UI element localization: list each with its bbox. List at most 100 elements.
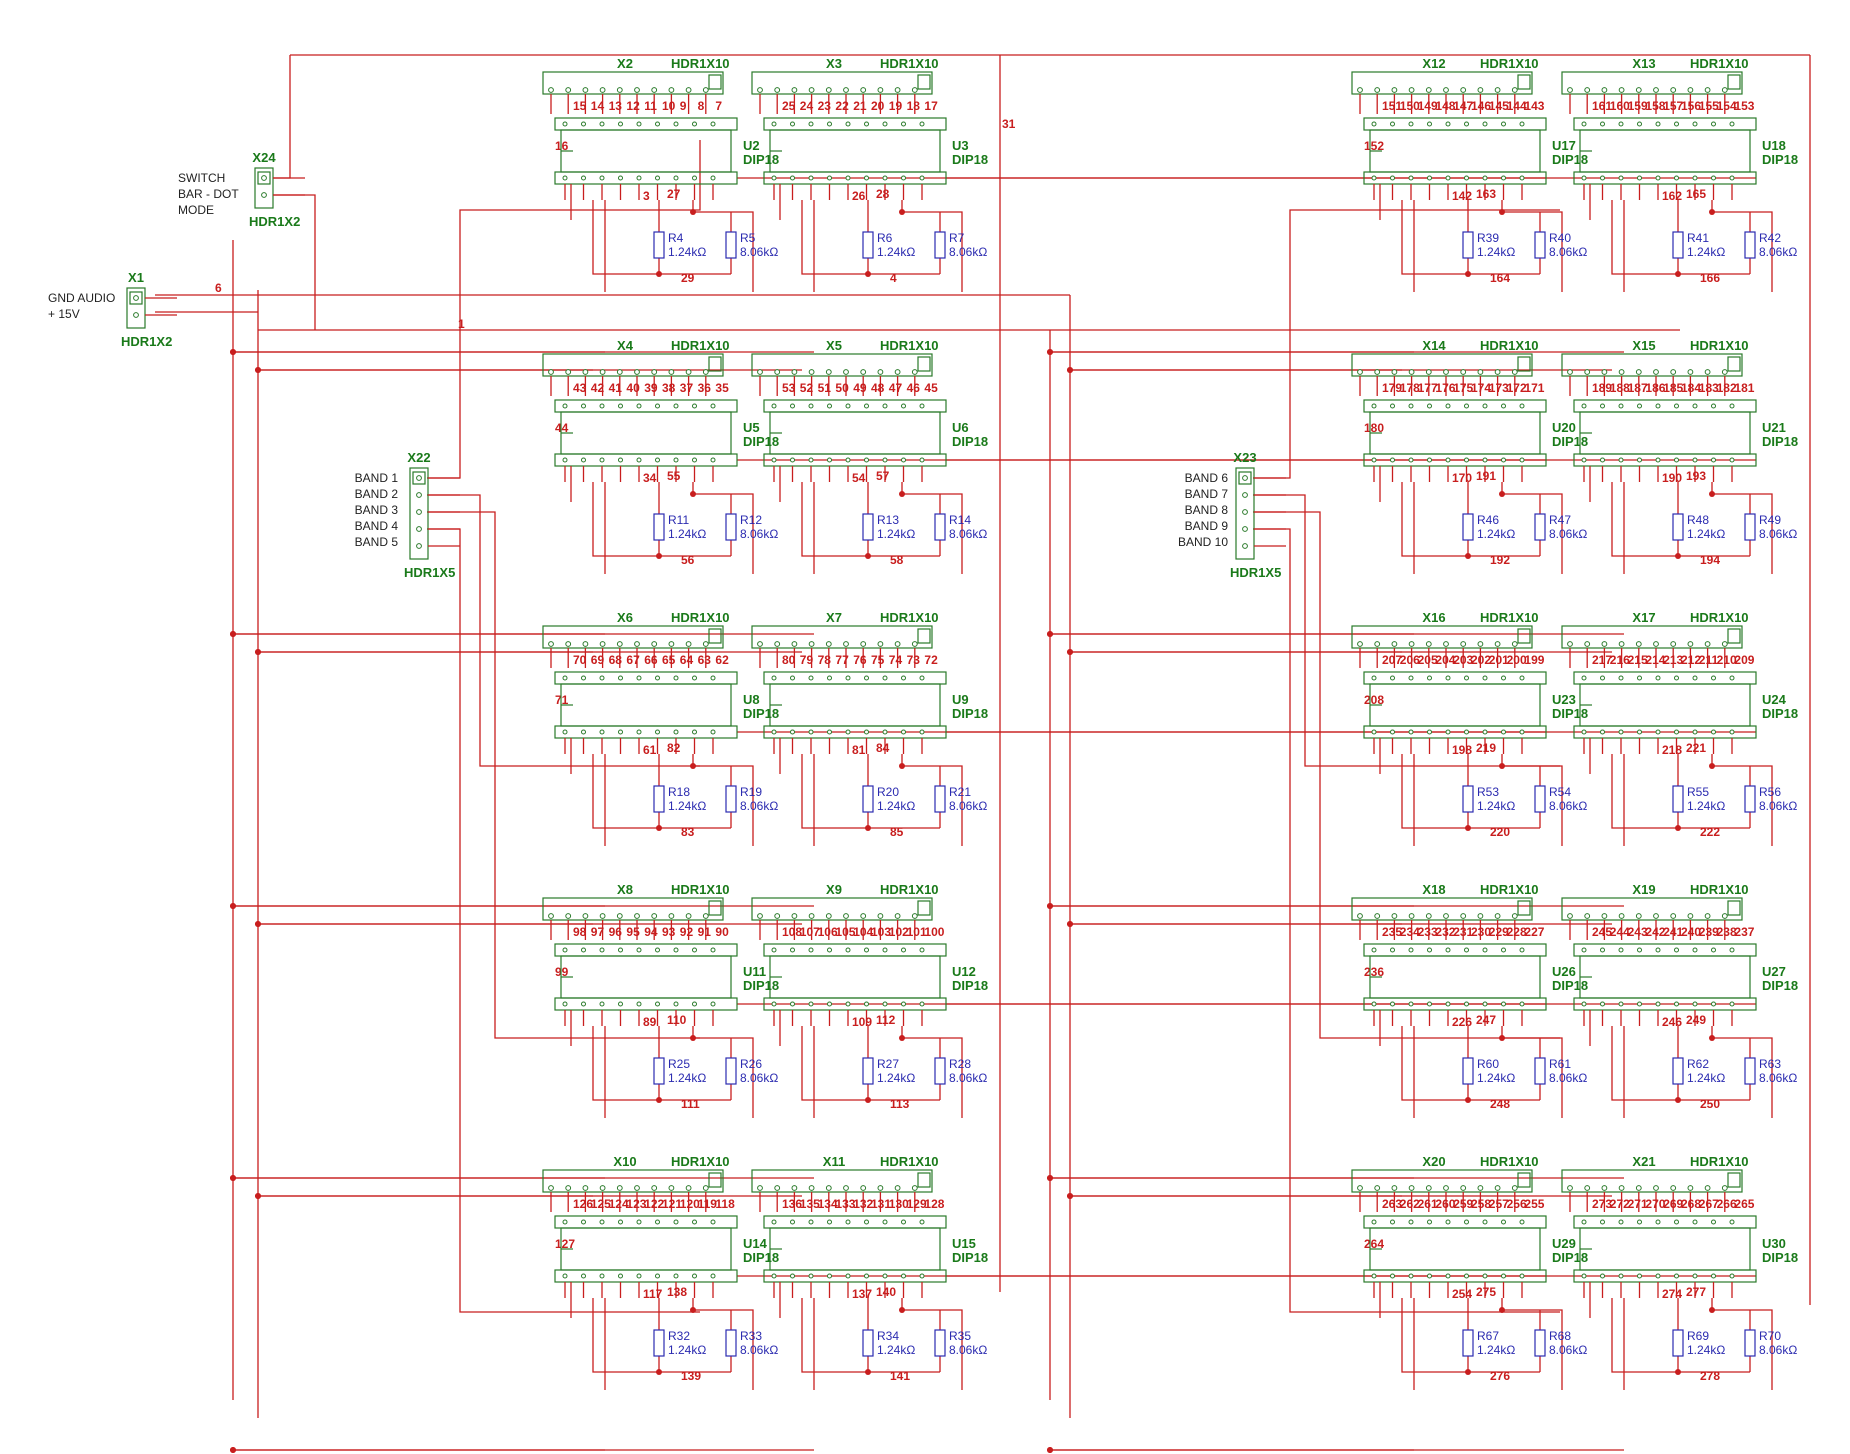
junction-dot bbox=[1499, 1307, 1505, 1313]
resistor-r1-body bbox=[653, 1057, 665, 1085]
pin-number: 202 bbox=[1471, 653, 1491, 667]
pin-number: 229 bbox=[1489, 925, 1509, 939]
ic-ref: U6 bbox=[952, 420, 969, 435]
dip-pin bbox=[1674, 457, 1679, 463]
header-pin bbox=[1357, 641, 1363, 647]
dip-pin bbox=[1729, 175, 1735, 181]
dip-pin bbox=[901, 457, 906, 463]
resistor-r1-value: 1.24kΩ bbox=[1477, 1071, 1515, 1085]
dip-pin bbox=[1501, 121, 1506, 127]
header-pin1 bbox=[708, 74, 722, 90]
dip-pin bbox=[562, 457, 568, 463]
pin-number: 260 bbox=[1435, 1197, 1455, 1211]
pin-number: 42 bbox=[591, 381, 605, 395]
lead-wire bbox=[1611, 1026, 1678, 1101]
pin-number: 122 bbox=[644, 1197, 664, 1211]
connector-pin1 bbox=[1238, 471, 1252, 485]
resistor-r1-body bbox=[1672, 785, 1684, 813]
dip-pin bbox=[882, 1273, 888, 1279]
junction-dot bbox=[230, 1175, 236, 1181]
header-body bbox=[1561, 1169, 1743, 1193]
net-number: 278 bbox=[1700, 1369, 1720, 1383]
pin-number: 262 bbox=[1400, 1197, 1420, 1211]
band3-wire bbox=[427, 511, 700, 1039]
connector-label: MODE bbox=[178, 203, 214, 217]
net-number: 139 bbox=[681, 1369, 701, 1383]
dip-pin bbox=[790, 403, 795, 409]
net-number: 84 bbox=[876, 741, 890, 755]
dip-pin bbox=[562, 175, 568, 181]
resistor-r1-body bbox=[862, 513, 874, 541]
net-number: 163 bbox=[1476, 187, 1496, 201]
pin-number: 52 bbox=[800, 381, 814, 395]
dip-pin bbox=[692, 175, 697, 181]
pin-number: 211 bbox=[1699, 653, 1719, 667]
dip-pin bbox=[581, 675, 586, 681]
dip-pin bbox=[710, 947, 716, 953]
pin-number: 227 bbox=[1524, 925, 1544, 939]
dip-pin bbox=[845, 403, 851, 409]
dip-pin bbox=[1711, 121, 1716, 127]
junction-dot bbox=[1675, 271, 1681, 277]
junction-dot bbox=[690, 1307, 696, 1313]
resistor-r1-value: 1.24kΩ bbox=[877, 1343, 915, 1357]
pin-number: 209 bbox=[1734, 653, 1754, 667]
dip-pin bbox=[673, 1219, 679, 1225]
dip-bottom-row bbox=[1573, 997, 1757, 1011]
dip-pin bbox=[1692, 1273, 1698, 1279]
lead-wire bbox=[801, 1298, 868, 1373]
pin-number: 72 bbox=[924, 653, 938, 667]
header-pin bbox=[1618, 87, 1625, 93]
pin-number: 189 bbox=[1592, 381, 1612, 395]
dip-pin bbox=[636, 1219, 642, 1225]
connector-label: BAND 8 bbox=[1185, 503, 1229, 517]
dip-bottom-row bbox=[1573, 1269, 1757, 1283]
header-pin bbox=[757, 369, 763, 375]
dip-pin bbox=[1655, 1273, 1661, 1279]
dip-pin bbox=[1519, 175, 1525, 181]
dip-pin bbox=[636, 403, 642, 409]
dip-body bbox=[769, 1227, 941, 1271]
header-pin bbox=[1721, 369, 1728, 375]
dip-bottom-row bbox=[1573, 171, 1757, 185]
ic-ref: U9 bbox=[952, 692, 969, 707]
junction-dot bbox=[1709, 1035, 1715, 1041]
header-pin bbox=[1494, 1185, 1501, 1191]
dip-pin bbox=[1501, 175, 1506, 181]
dip-pin bbox=[1655, 403, 1661, 409]
connector-pin bbox=[1242, 509, 1248, 515]
resistor-r2-ref: R42 bbox=[1759, 231, 1781, 245]
pin-number: 270 bbox=[1645, 1197, 1665, 1211]
header-ref: X14 bbox=[1422, 338, 1446, 353]
pin-number: 76 bbox=[853, 653, 867, 667]
connector-label: SWITCH bbox=[178, 171, 225, 185]
ic-ref: U20 bbox=[1552, 420, 1576, 435]
header-body bbox=[1351, 71, 1533, 95]
r2-feed-wire bbox=[692, 1026, 754, 1118]
resistor-r1-value: 1.24kΩ bbox=[1687, 799, 1725, 813]
header-pin bbox=[1721, 87, 1728, 93]
dip-pin bbox=[1482, 457, 1488, 463]
dip-pin bbox=[864, 1001, 869, 1007]
header-pin bbox=[791, 87, 798, 93]
connector-pin bbox=[416, 526, 422, 532]
resistor-r1-ref: R11 bbox=[668, 513, 689, 527]
header-pin1 bbox=[708, 1172, 722, 1188]
dip-pin bbox=[562, 947, 568, 953]
dip-pin bbox=[771, 175, 777, 181]
connector-pin bbox=[416, 492, 422, 498]
resistor-r1-body bbox=[1462, 1329, 1474, 1357]
header-pin bbox=[1687, 641, 1694, 647]
resistor-r1-body bbox=[1672, 513, 1684, 541]
dip-body bbox=[560, 411, 732, 455]
dip-pin bbox=[864, 1273, 869, 1279]
header-pin bbox=[911, 641, 918, 647]
side-net-number: 152 bbox=[1364, 139, 1384, 153]
header-pin bbox=[791, 641, 798, 647]
pin-number: 135 bbox=[800, 1197, 820, 1211]
header-type: HDR1X10 bbox=[1690, 882, 1749, 897]
pin-number: 242 bbox=[1645, 925, 1665, 939]
resistor-r2-body bbox=[1534, 785, 1546, 813]
header-pin bbox=[599, 87, 606, 93]
